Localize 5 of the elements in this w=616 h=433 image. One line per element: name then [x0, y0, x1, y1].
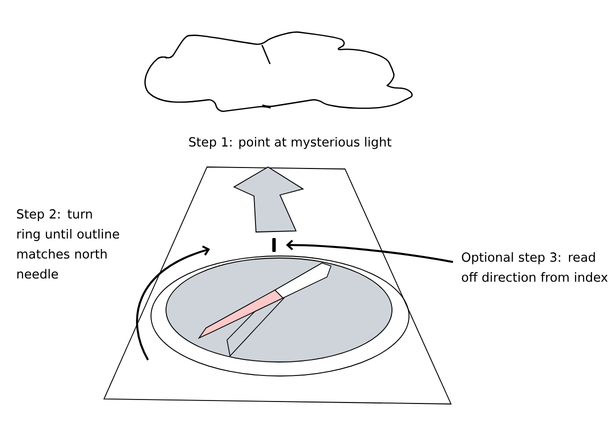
step-text: Step 1: point at mysterious light [189, 136, 392, 150]
arrow [286, 240, 454, 263]
index-mark [272, 238, 276, 252]
step-text: Step 2: turn ring until outline matches north needle [17, 209, 120, 279]
step-text: Optional step 3: read off direction from index [462, 252, 608, 282]
